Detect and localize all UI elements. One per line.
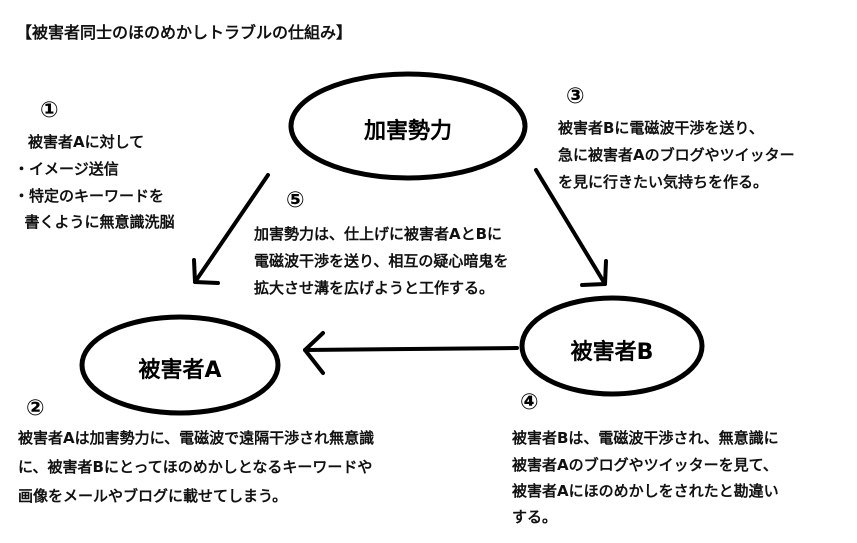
node-victim-a-label: 被害者A bbox=[138, 358, 222, 383]
arrow-power-to-victim-b bbox=[534, 168, 608, 287]
step-2-line-2: に、被害者Bにとってほのめかしとなるキーワードや bbox=[18, 458, 373, 476]
step-1-line-2: ・イメージ送信 bbox=[14, 160, 119, 178]
step-4-line-2: 被害者Aのブログやツイッターを見て、 bbox=[512, 456, 778, 474]
step-5-line-3: 拡大させ溝を広げようと工作する。 bbox=[254, 279, 495, 297]
step-4-line-3: 被害者Aにほのめかしをされたと勘違い bbox=[512, 482, 779, 500]
arrow-victim-b-to-victim-a bbox=[303, 331, 519, 375]
step-5-line-1: 加害勢力は、仕上げに被害者AとBに bbox=[254, 225, 503, 243]
step-4-line-1: 被害者Bは、電磁波干渉され、無意識に bbox=[512, 429, 779, 447]
step-2-line-1: 被害者Aは加害勢力に、電磁波で遠隔干渉され無意識 bbox=[18, 429, 375, 447]
step-1-number: ① bbox=[40, 98, 59, 123]
step-3-line-1: 被害者Bに電磁波干渉を送り、 bbox=[558, 119, 764, 137]
step-4-line-4: する。 bbox=[512, 508, 558, 526]
arrow-power-to-victim-a bbox=[192, 173, 270, 285]
step-1-line-3: ・特定のキーワードを bbox=[14, 187, 165, 205]
step-3-line-2: 急に被害者Aのブログやツイッター bbox=[558, 146, 795, 164]
node-victim-b-ellipse bbox=[519, 295, 705, 397]
step-2-line-3: 画像をメールやブログに載せてしまう。 bbox=[18, 487, 288, 505]
node-power-label: 加害勢力 bbox=[363, 119, 452, 144]
step-1-line-1: 被害者Aに対して bbox=[28, 133, 145, 151]
step-3-line-3: を見に行きたい気持ちを作る。 bbox=[558, 173, 769, 191]
step-2-number: ② bbox=[26, 396, 45, 421]
step-3-number: ③ bbox=[566, 84, 585, 109]
node-victim-a-ellipse bbox=[79, 314, 281, 416]
diagram-title: 【被害者同士のほのめかしトラブルの仕組み】 bbox=[16, 23, 353, 42]
node-victim-b-label: 被害者B bbox=[570, 340, 654, 365]
node-power-ellipse bbox=[288, 71, 528, 181]
step-4-number: ④ bbox=[520, 390, 539, 415]
step-5-line-2: 電磁波干渉を送り、相互の疑心暗鬼を bbox=[254, 252, 509, 270]
step-5-number: ⑤ bbox=[286, 188, 305, 213]
step-1-line-4: 書くように無意識洗脳 bbox=[14, 213, 175, 231]
